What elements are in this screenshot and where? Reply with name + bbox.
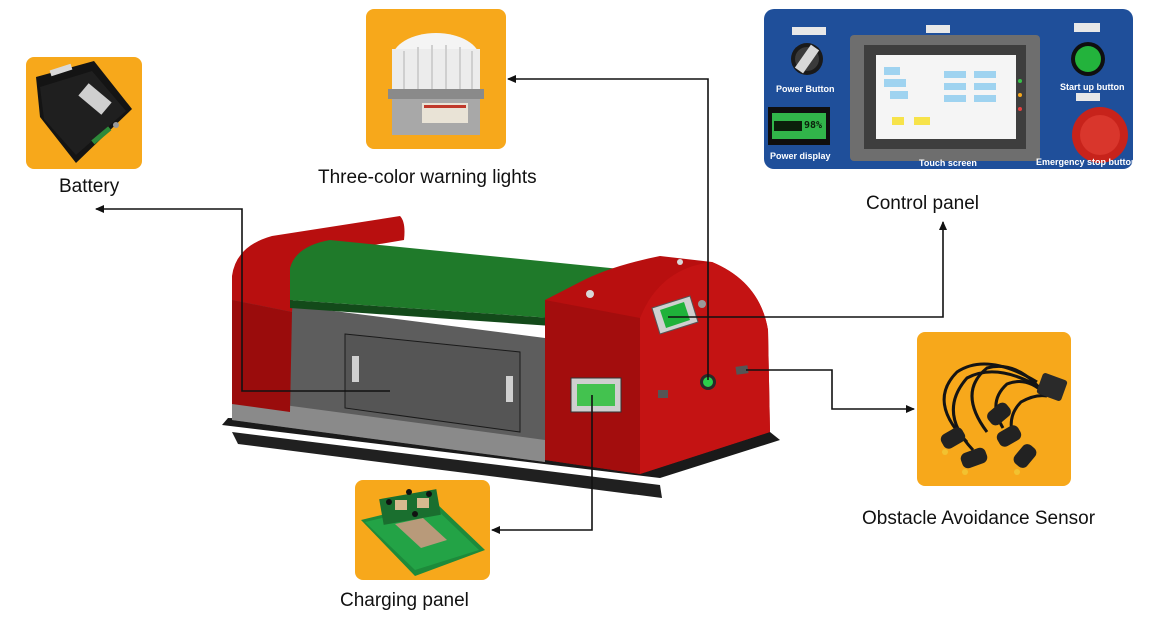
emergency-stop-text: Emergency stop button [1036, 157, 1133, 167]
top-knob-right [677, 259, 683, 265]
arrow-obstacle-sensor [746, 369, 915, 413]
power-display-text: Power display [770, 151, 831, 161]
obstacle-sensor-label: Obstacle Avoidance Sensor [862, 508, 1096, 529]
ultrasonic-sensor-icon [940, 362, 1068, 475]
charging-panel-photo-tile [355, 480, 490, 580]
robot-sensor-window [735, 365, 749, 375]
robot-front-lcd-screen [577, 384, 615, 406]
robot-belt-edge [290, 300, 552, 326]
battery-pack-icon [36, 61, 132, 163]
arrow-charging-panel [491, 395, 593, 534]
warning-lights-label: Three-color warning lights [318, 167, 537, 188]
power-button-text: Power Button [776, 84, 835, 94]
robot-gray-strip [232, 398, 545, 462]
door-handle-right [506, 376, 513, 402]
robot-side-light-core [703, 377, 713, 387]
warning-lights-photo-tile [366, 9, 506, 149]
charging-contact-icon [361, 489, 485, 576]
robot-touch-screen-knob [698, 300, 706, 308]
robot-left-cap-side [232, 300, 292, 412]
control-panel-icon [768, 23, 1128, 163]
robot-base [232, 432, 662, 498]
warning-light-icon [388, 33, 484, 135]
start-up-button-text: Start up button [1060, 82, 1125, 92]
touch-screen-text: Touch screen [919, 158, 977, 168]
door-handle-left [352, 356, 359, 382]
robot-sensor-window-2 [658, 390, 668, 398]
battery-percent-readout: 98% [804, 120, 823, 131]
control-panel-photo: Power Button Power display Touch screen … [764, 9, 1133, 169]
top-knob-left [586, 290, 594, 298]
arrow-warning-lights [507, 75, 709, 380]
battery-photo-tile [26, 57, 142, 169]
obstacle-sensor-photo-tile [917, 332, 1071, 486]
robot-left-cap [232, 216, 405, 312]
robot-touch-screen-display [660, 302, 690, 328]
charging-panel-label: Charging panel [340, 590, 469, 611]
arrow-battery [95, 205, 390, 392]
arrow-control-panel [668, 221, 947, 318]
battery-label: Battery [59, 176, 120, 197]
control-panel-label: Control panel [866, 193, 980, 214]
robot-belt [290, 240, 630, 318]
robot-door [344, 333, 521, 433]
